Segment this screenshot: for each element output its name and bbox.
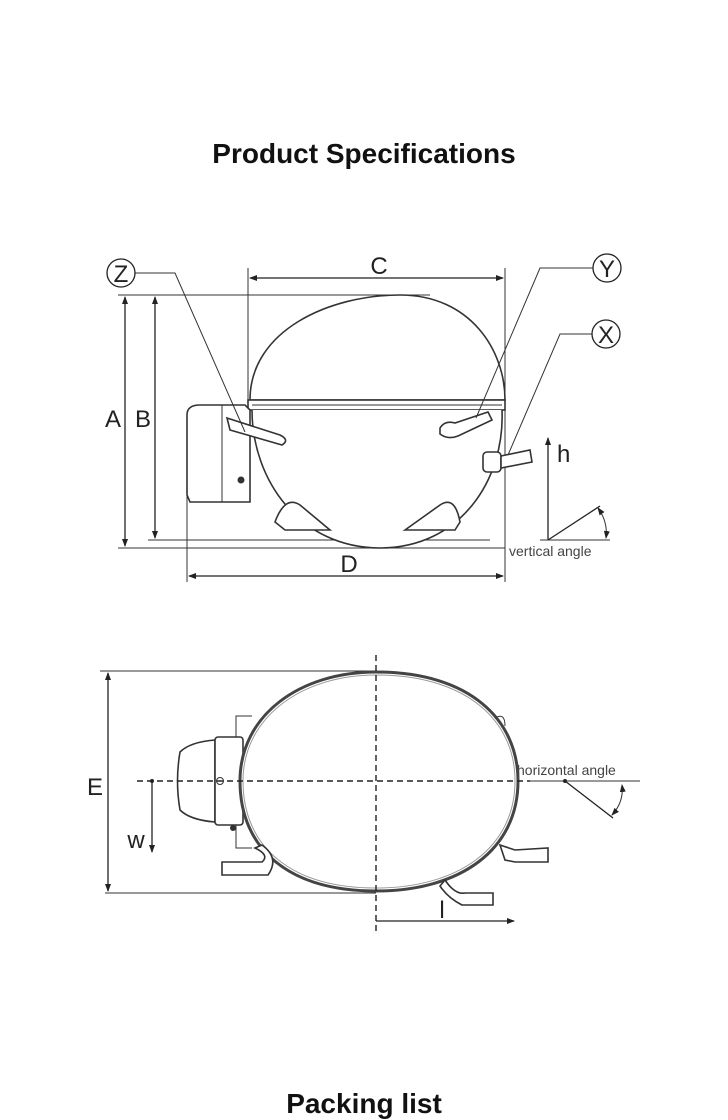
callout-y: Y xyxy=(592,253,622,283)
mounting-foot-left xyxy=(274,501,333,531)
svg-text:Z: Z xyxy=(114,261,129,288)
packing-list-heading: Packing list xyxy=(286,1088,442,1119)
page-title: Product Specifications xyxy=(212,138,516,169)
side-view-diagram: Z Y X C A B D h vertical angle xyxy=(105,253,622,582)
terminal-box xyxy=(186,404,251,503)
vertical-angle-arc xyxy=(597,507,610,539)
horizontal-angle-arc xyxy=(611,784,626,816)
label-l: l xyxy=(439,897,444,924)
top-view-diagram: E w l horizontal angle xyxy=(87,655,640,935)
svg-text:Y: Y xyxy=(599,256,615,283)
label-a: A xyxy=(105,406,121,433)
pipe-right xyxy=(498,843,549,863)
mounting-foot-right xyxy=(402,501,461,531)
label-w: w xyxy=(126,827,145,854)
callout-z: Z xyxy=(106,258,136,288)
label-b: B xyxy=(135,406,151,433)
svg-text:X: X xyxy=(598,322,614,349)
pipe-y xyxy=(439,411,494,439)
label-c: C xyxy=(370,253,387,280)
label-d: D xyxy=(340,551,357,578)
horizontal-angle-label: horizontal angle xyxy=(517,762,616,778)
pipe-left xyxy=(221,844,274,876)
pipe-x-fitting xyxy=(482,451,502,473)
pipe-x xyxy=(500,449,533,469)
vertical-angle-label: vertical angle xyxy=(509,543,592,559)
callout-x: X xyxy=(591,319,621,349)
pipe-bottom xyxy=(439,878,494,906)
terminal-cover xyxy=(176,739,216,823)
label-e: E xyxy=(87,774,103,801)
compressor-dome xyxy=(249,294,506,401)
label-h: h xyxy=(557,441,570,468)
